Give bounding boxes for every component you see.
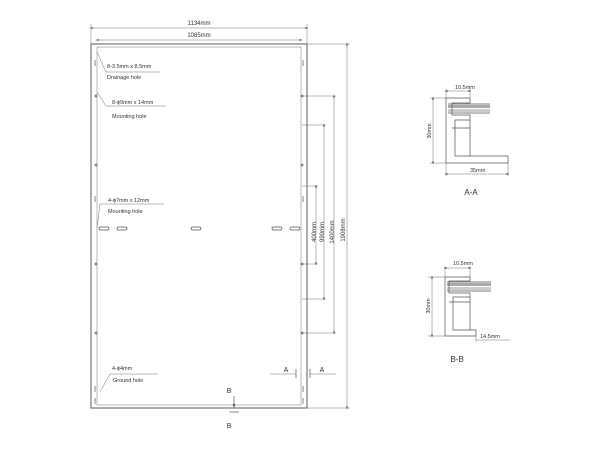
bb-height-dim: 30mm — [426, 298, 432, 314]
section-b-top: B — [227, 388, 232, 395]
bb-section-title: B-B — [450, 355, 463, 364]
bb-bottom-dim: 14.5mm — [480, 334, 500, 340]
bb-top-dim: 10.5mm — [453, 261, 473, 267]
section-b-markers: B B — [227, 388, 239, 430]
aa-top-dim: 10.5mm — [455, 85, 475, 91]
aa-section-title: A-A — [464, 188, 478, 197]
mounting-hole-9-label: Mounting hole — [112, 114, 147, 120]
overall-width-label: 1134mm — [188, 21, 211, 27]
drainage-hole-spec: 8-3.5mm x 8.5mm — [107, 64, 152, 70]
aa-height-dim: 30mm — [427, 123, 433, 139]
dim-1908-label: 1908mm — [341, 218, 347, 241]
drainage-hole-label: Drainage hole — [107, 75, 141, 81]
section-a-right: A — [320, 367, 325, 374]
ground-hole-spec: 4-ϕ4mm — [112, 366, 133, 372]
aa-bottom-dim: 35mm — [470, 168, 486, 174]
front-view: 1134mm 1085mm — [89, 21, 350, 430]
section-a-markers: A A — [270, 367, 336, 378]
mounting-hole-9-spec: 8-ϕ9mm x 14mm — [112, 100, 154, 106]
panel-outer-frame — [90, 43, 308, 409]
mounting-slots — [98, 226, 301, 231]
mounting-hole-7-callout: 4-ϕ7mm x 12mm Mounting hole — [96, 198, 164, 229]
frame-width-label: 1085mm — [187, 33, 210, 39]
section-aa: 10.5mm 30mm 35mm A-A — [427, 85, 510, 197]
ground-hole-label: Ground hole — [113, 378, 143, 384]
section-a-left: A — [284, 367, 289, 374]
edge-holes — [94, 60, 304, 404]
ground-hole-callout: 4-ϕ4mm Ground hole — [99, 366, 158, 393]
section-b-bottom: B — [227, 423, 232, 430]
height-dimensions: 400mm 990mm 1400mm 1908mm — [302, 42, 350, 410]
section-bb: 10.5mm 30mm 14.5mm B-B — [426, 261, 510, 364]
mounting-hole-9-callout: 8-ϕ9mm x 14mm Mounting hole — [96, 91, 166, 120]
dim-400-label: 400mm — [312, 222, 318, 242]
drainage-hole-callout: 8-3.5mm x 8.5mm Drainage hole — [96, 51, 160, 81]
mounting-hole-7-spec: 4-ϕ7mm x 12mm — [108, 198, 150, 204]
dim-1400-label: 1400mm — [330, 220, 336, 243]
dim-990-label: 990mm — [320, 222, 326, 242]
mounting-hole-7-label: Mounting hole — [108, 209, 143, 215]
